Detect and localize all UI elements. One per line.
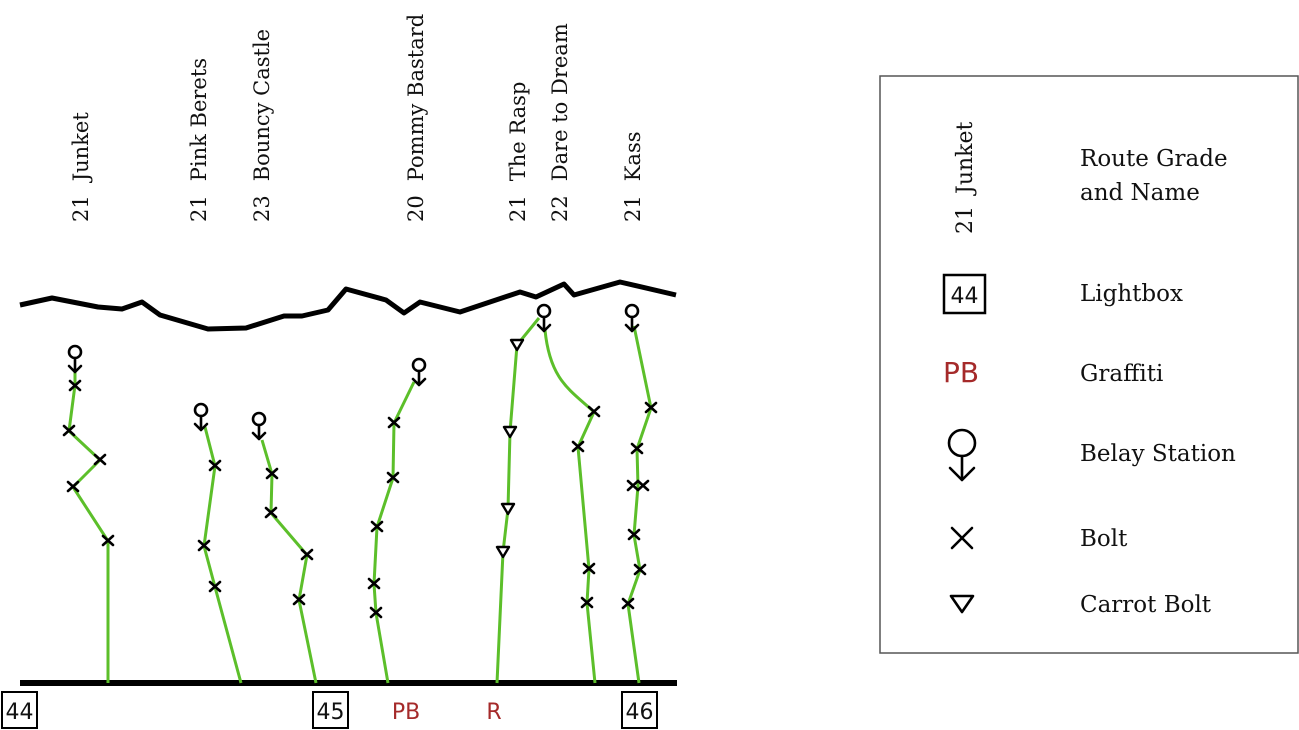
bolt-icon bbox=[197, 539, 211, 552]
carrot-bolt-icon bbox=[495, 545, 511, 559]
bolt-icon bbox=[300, 548, 314, 561]
legend-belay-label: Belay Station bbox=[1080, 441, 1236, 467]
route-label-pink-berets: 21Pink Berets bbox=[187, 58, 211, 222]
route-label-junket: 21Junket bbox=[69, 112, 93, 222]
route-line-bouncy-castle bbox=[260, 439, 318, 684]
bolt-icon bbox=[621, 597, 635, 610]
bolt-icon bbox=[386, 471, 400, 484]
legend: 21Junket Route Grade and Name 44 Lightbo… bbox=[879, 75, 1299, 654]
belay-stations bbox=[67, 303, 640, 441]
legend-lightbox-sample-box bbox=[942, 273, 987, 315]
bolt-icon bbox=[587, 405, 601, 418]
bolt-icon bbox=[265, 467, 279, 480]
bolt-icon bbox=[633, 563, 647, 576]
legend-belay-station-icon bbox=[947, 428, 977, 482]
lightbox-marker bbox=[621, 691, 658, 729]
belay-station-icon bbox=[536, 303, 552, 333]
legend-lightbox-label: Lightbox bbox=[1080, 281, 1183, 307]
route-label-the-rasp: 21The Rasp bbox=[506, 82, 530, 222]
route-labels: 21Junket 21Pink Berets 23Bouncy Castle 2… bbox=[69, 14, 645, 222]
bolt-icon bbox=[66, 480, 80, 493]
route-label-pommy-bastard: 20Pommy Bastard bbox=[404, 14, 428, 222]
bolt-icon bbox=[636, 479, 650, 492]
bolt-icon bbox=[208, 580, 222, 593]
bolt-icon bbox=[93, 453, 107, 466]
belay-station-icon bbox=[411, 357, 427, 387]
bolt-icon bbox=[580, 596, 594, 609]
legend-lightbox-sample: 44 bbox=[951, 284, 979, 309]
belay-station-icon bbox=[251, 411, 267, 441]
legend-route-label-line2: and Name bbox=[1080, 180, 1200, 206]
legend-graffiti-sample: PB bbox=[943, 356, 979, 389]
graffiti-marker-r: R bbox=[486, 700, 501, 725]
cliff-top-line bbox=[19, 279, 677, 332]
legend-route-sample: 21Junket bbox=[953, 121, 978, 234]
belay-station-icon bbox=[193, 402, 209, 432]
legend-bolt-icon bbox=[950, 526, 974, 550]
legend-route-label-line1: Route Grade bbox=[1080, 146, 1228, 172]
route-line-pommy-bastard bbox=[372, 381, 416, 684]
base-markers: 44 45 PB R 46 bbox=[1, 691, 658, 729]
route-line-dare-to-dream bbox=[543, 329, 597, 684]
lightbox-label-46: 46 bbox=[626, 700, 654, 725]
bolt-icon bbox=[62, 424, 76, 437]
lightbox-label-44: 44 bbox=[6, 700, 34, 725]
carrot-bolt-icon bbox=[500, 502, 516, 516]
bolt-icon bbox=[264, 506, 278, 519]
bolt-icon bbox=[370, 520, 384, 533]
route-line-pink-berets bbox=[202, 426, 243, 684]
lightbox-marker bbox=[1, 691, 38, 729]
lightbox-marker bbox=[312, 691, 349, 729]
route-label-kass: 21Kass bbox=[621, 132, 645, 223]
bolt-icon bbox=[292, 593, 306, 606]
route-label-dare-to-dream: 22Dare to Dream bbox=[548, 23, 572, 222]
graffiti-marker-pb: PB bbox=[392, 700, 420, 725]
bolt-icon bbox=[571, 440, 585, 453]
legend-carrot-label: Carrot Bolt bbox=[1080, 592, 1212, 618]
bolt-icon bbox=[387, 416, 401, 429]
lightbox-label-45: 45 bbox=[317, 700, 345, 725]
bolt-icon bbox=[627, 528, 641, 541]
legend-bolt-label: Bolt bbox=[1080, 526, 1128, 552]
belay-station-icon bbox=[624, 303, 640, 333]
legend-carrot-bolt-icon bbox=[949, 594, 975, 614]
route-line-kass bbox=[626, 325, 653, 684]
carrot-bolt-icon bbox=[509, 338, 525, 352]
route-line-the-rasp bbox=[495, 317, 541, 684]
carrot-bolts bbox=[495, 338, 525, 559]
route-line-junket bbox=[67, 370, 110, 683]
bolts bbox=[62, 379, 658, 619]
bolt-icon bbox=[68, 379, 82, 392]
bolt-icon bbox=[101, 534, 115, 547]
legend-graffiti-label: Graffiti bbox=[1080, 361, 1163, 387]
bolt-icon bbox=[644, 401, 658, 414]
bolt-icon bbox=[626, 479, 640, 492]
belay-station-icon bbox=[67, 344, 83, 374]
legend-box bbox=[879, 75, 1299, 654]
carrot-bolt-icon bbox=[502, 425, 518, 439]
bolt-icon bbox=[630, 442, 644, 455]
route-lines bbox=[67, 317, 653, 684]
route-label-bouncy-castle: 23Bouncy Castle bbox=[250, 29, 274, 222]
bolt-icon bbox=[369, 606, 383, 619]
bolt-icon bbox=[208, 459, 222, 472]
bolt-icon bbox=[367, 577, 381, 590]
bolt-icon bbox=[582, 562, 596, 575]
